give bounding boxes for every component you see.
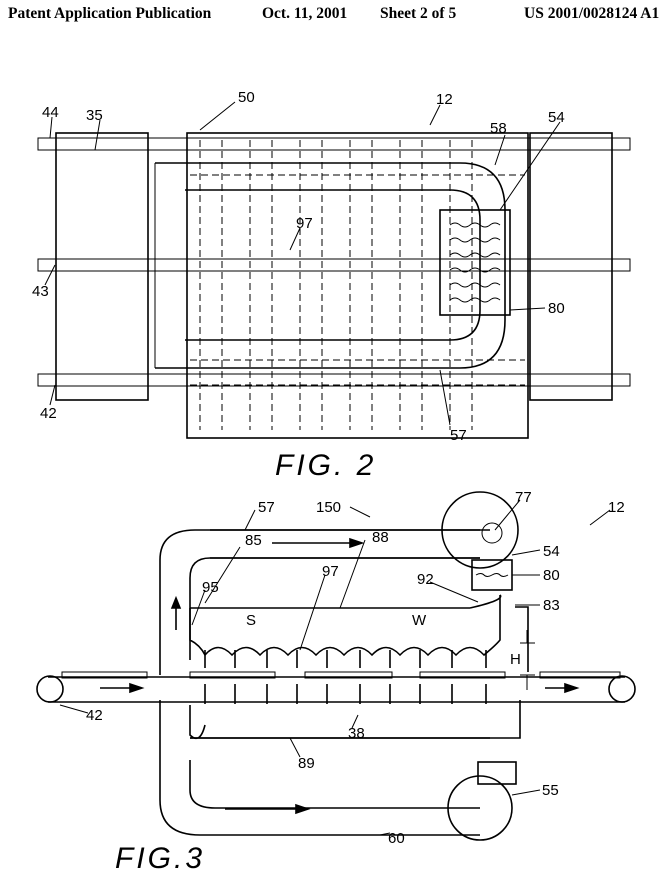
label-42: 42	[40, 405, 57, 422]
housing-50	[187, 133, 528, 438]
label-60: 60	[388, 830, 405, 847]
label-38: 38	[348, 725, 365, 742]
label-12: 12	[436, 91, 453, 108]
label-150: 150	[316, 499, 341, 516]
plenum-88	[190, 595, 501, 655]
label-43: 43	[32, 283, 49, 300]
figure-2-caption: FIG. 2	[275, 449, 376, 482]
label-97: 97	[296, 215, 313, 232]
label-57: 57	[450, 427, 467, 444]
label-85: 85	[245, 532, 262, 549]
label-44: 44	[42, 104, 59, 121]
label-50: 50	[238, 89, 255, 106]
label-77: 77	[515, 489, 532, 506]
figure-3-caption: FIG.3	[115, 842, 205, 875]
label-57: 57	[258, 499, 275, 516]
label-12-fig3: 12	[608, 499, 625, 516]
label-92: 92	[417, 571, 434, 588]
label-88: 88	[372, 529, 389, 546]
dimension-h: H	[510, 651, 521, 668]
dimension-s: S	[246, 612, 256, 629]
duct-57	[160, 530, 490, 675]
duct-60	[160, 700, 490, 835]
label-80-fig3: 80	[543, 567, 560, 584]
dimension-w: W	[412, 612, 427, 629]
duct-58	[155, 163, 505, 368]
label-54: 54	[548, 109, 565, 126]
label-42-fig3: 42	[86, 707, 103, 724]
label-35: 35	[86, 107, 103, 124]
figure-3: 57 150 77 12 54 80 85 88 92 97 95 S W 83…	[37, 489, 635, 875]
label-80: 80	[548, 300, 565, 317]
label-95: 95	[202, 579, 219, 596]
label-83: 83	[543, 597, 560, 614]
label-54-fig3: 54	[543, 543, 560, 560]
label-89: 89	[298, 755, 315, 772]
label-58: 58	[490, 120, 507, 137]
right-block	[530, 133, 612, 400]
figure-2: 12 50 58 54 44 35 97 43 80 42 57 FIG. 2	[32, 89, 630, 482]
left-block	[56, 133, 148, 400]
label-55: 55	[542, 782, 559, 799]
label-97-fig3: 97	[322, 563, 339, 580]
